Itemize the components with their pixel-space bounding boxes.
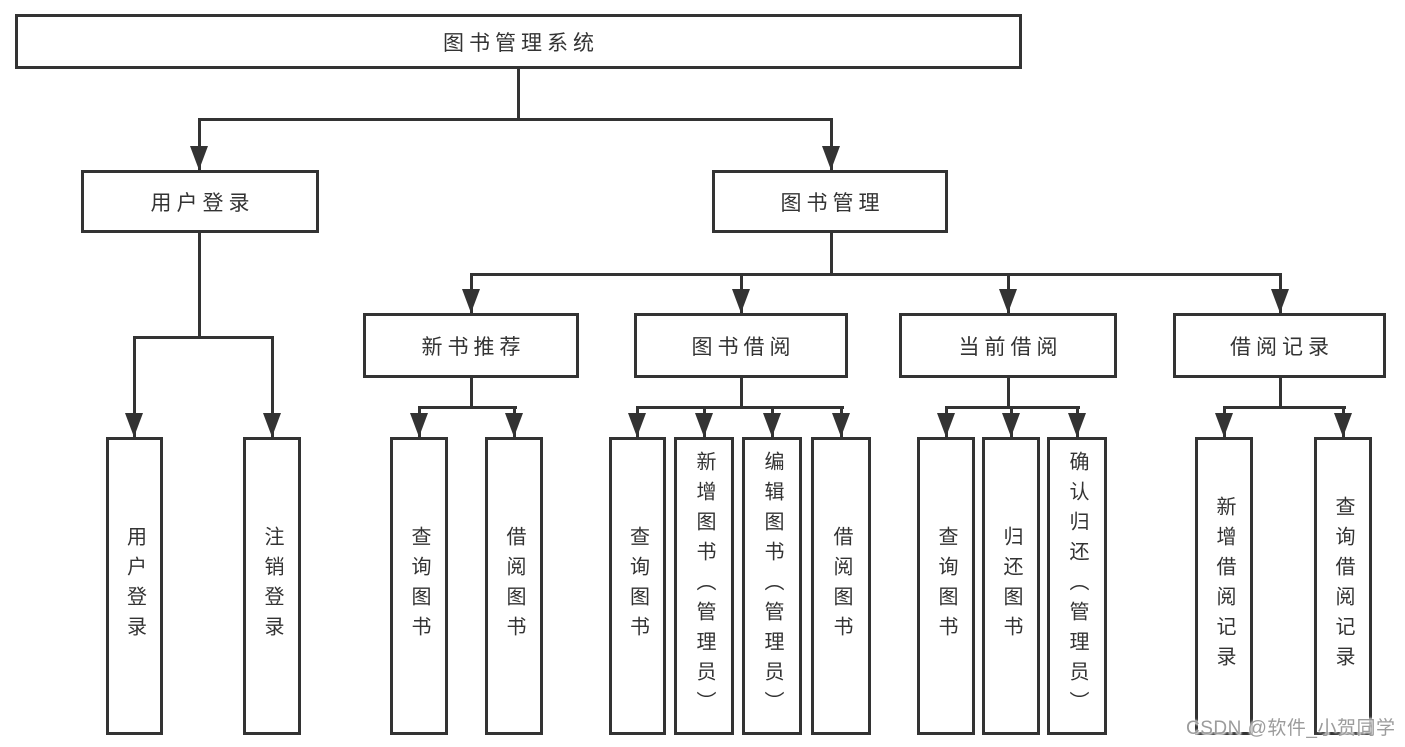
node-user-login: 用户登录 (81, 170, 319, 233)
watermark-text: CSDN @软件_小贺同学 (1186, 718, 1396, 739)
connector-arrow-book-borrow (732, 273, 750, 313)
connector-new-book-bar (417, 406, 517, 409)
leaf-cb-confirm-return-admin-label: 确认归还（管理员） (1066, 451, 1088, 721)
leaf-user-login: 用户登录 (106, 437, 163, 735)
connector-arrow-nb-query (410, 406, 428, 437)
connector-user-login-bar (132, 336, 274, 339)
leaf-bb-query-book: 查询图书 (609, 437, 666, 735)
connector-book-borrow-stem (739, 378, 743, 409)
connector-arrow-cb-query (937, 406, 955, 437)
connector-arrow-borrow-record (1271, 273, 1289, 313)
node-root: 图书管理系统 (15, 14, 1022, 69)
connector-arrow-book-management (822, 118, 840, 170)
connector-book-borrow-bar (635, 406, 844, 409)
leaf-bb-edit-book-admin-label: 编辑图书（管理员） (761, 451, 783, 721)
node-current-borrow: 当前借阅 (899, 313, 1117, 378)
node-borrow-record: 借阅记录 (1173, 313, 1386, 378)
connector-borrow-record-bar (1222, 406, 1346, 409)
leaf-bb-borrow-book-label: 借阅图书 (830, 526, 852, 646)
connector-level2-bar (469, 273, 1282, 276)
connector-arrow-cb-return (1002, 406, 1020, 437)
leaf-bb-borrow-book: 借阅图书 (811, 437, 871, 735)
connector-arrow-bb-edit (763, 406, 781, 437)
leaf-cb-return-book: 归还图书 (982, 437, 1040, 735)
leaf-bb-edit-book-admin: 编辑图书（管理员） (742, 437, 802, 735)
node-new-book-recommend-label: 新书推荐 (421, 335, 526, 359)
connector-arrow-br-query (1334, 406, 1352, 437)
leaf-bb-add-book-admin-label: 新增图书（管理员） (693, 451, 715, 721)
leaf-cb-query-book-label: 查询图书 (935, 526, 957, 646)
leaf-user-login-label: 用户登录 (123, 526, 146, 646)
connector-borrow-record-stem (1278, 378, 1282, 409)
leaf-br-add-record-label: 新增借阅记录 (1213, 496, 1235, 676)
leaf-cb-confirm-return-admin: 确认归还（管理员） (1047, 437, 1107, 735)
node-book-borrow-label: 图书借阅 (691, 335, 796, 359)
connector-new-book-stem (469, 378, 473, 409)
node-root-label: 图书管理系统 (443, 31, 599, 55)
connector-arrow-user-login (190, 118, 208, 170)
leaf-nb-query-book: 查询图书 (390, 437, 448, 735)
leaf-cb-query-book: 查询图书 (917, 437, 975, 735)
leaf-nb-borrow-book-label: 借阅图书 (503, 526, 525, 646)
connector-arrow-br-add (1215, 406, 1233, 437)
leaf-br-add-record: 新增借阅记录 (1195, 437, 1253, 735)
connector-book-management-stem (829, 233, 833, 276)
node-current-borrow-label: 当前借阅 (958, 335, 1063, 359)
connector-arrow-leaf-user-login (125, 336, 143, 437)
node-borrow-record-label: 借阅记录 (1230, 335, 1334, 359)
connector-current-borrow-stem (1006, 378, 1010, 409)
leaf-br-query-record-label: 查询借阅记录 (1332, 496, 1354, 676)
connector-arrow-new-book (462, 273, 480, 313)
leaf-cb-return-book-label: 归还图书 (1000, 526, 1022, 646)
connector-arrow-cb-confirm (1068, 406, 1086, 437)
node-book-management: 图书管理 (712, 170, 948, 233)
node-book-management-label: 图书管理 (780, 191, 885, 215)
connector-arrow-bb-add (695, 406, 713, 437)
connector-arrow-current-borrow (999, 273, 1017, 313)
leaf-bb-add-book-admin: 新增图书（管理员） (674, 437, 734, 735)
connector-level1-bar (197, 118, 833, 121)
leaf-nb-borrow-book: 借阅图书 (485, 437, 543, 735)
leaf-logout: 注销登录 (243, 437, 301, 735)
node-book-borrow: 图书借阅 (634, 313, 848, 378)
leaf-nb-query-book-label: 查询图书 (408, 526, 430, 646)
node-user-login-label: 用户登录 (150, 191, 255, 215)
leaf-logout-label: 注销登录 (261, 526, 283, 646)
leaf-bb-query-book-label: 查询图书 (626, 526, 649, 646)
connector-arrow-bb-borrow (832, 406, 850, 437)
node-new-book-recommend: 新书推荐 (363, 313, 579, 378)
connector-arrow-bb-query (628, 406, 646, 437)
connector-arrow-nb-borrow (505, 406, 523, 437)
connector-root-stem (516, 69, 520, 120)
connector-user-login-stem (197, 233, 201, 339)
leaf-br-query-record: 查询借阅记录 (1314, 437, 1372, 735)
connector-arrow-leaf-logout (263, 336, 281, 437)
